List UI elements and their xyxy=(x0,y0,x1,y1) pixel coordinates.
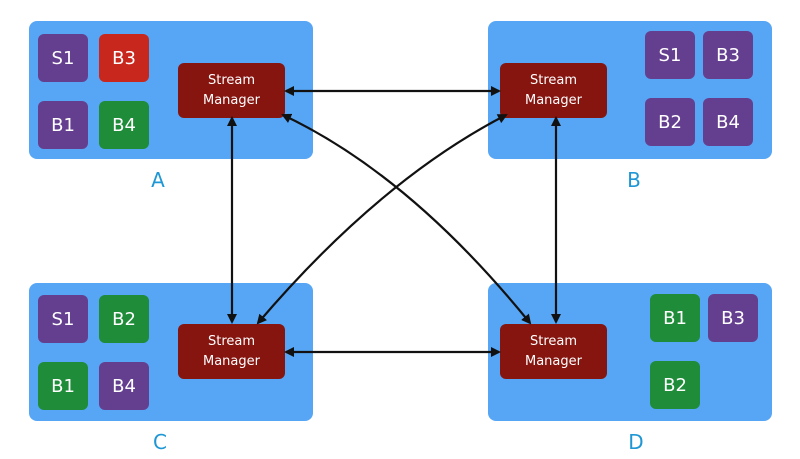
stream-manager-a-line2: Manager xyxy=(203,92,260,108)
tile-d-b1: B1 xyxy=(650,294,700,342)
tile-c-b1: B1 xyxy=(38,362,88,410)
stream-manager-d: Stream Manager xyxy=(500,324,607,379)
host-label-a: A xyxy=(151,168,165,192)
stream-manager-b-line1: Stream xyxy=(529,72,578,88)
stream-manager-c-line2: Manager xyxy=(203,353,260,369)
tile-c-s1: S1 xyxy=(38,295,88,343)
stream-manager-c-line1: Stream xyxy=(207,333,256,349)
host-c-container: S1 B2 B1 B4 Stream Manager xyxy=(29,283,313,421)
stream-manager-a-line1: Stream xyxy=(207,72,256,88)
stream-manager-b-line2: Manager xyxy=(525,92,582,108)
stream-manager-d-line1: Stream xyxy=(529,333,578,349)
stream-manager-a: Stream Manager xyxy=(178,63,285,118)
tile-b-b3: B3 xyxy=(703,31,753,79)
stream-manager-c: Stream Manager xyxy=(178,324,285,379)
stream-manager-b: Stream Manager xyxy=(500,63,607,118)
tile-a-b1: B1 xyxy=(38,101,88,149)
host-a-container: S1 B3 B1 B4 Stream Manager xyxy=(29,21,313,159)
tile-c-b2: B2 xyxy=(99,295,149,343)
tile-a-s1: S1 xyxy=(38,34,88,82)
tile-b-b2: B2 xyxy=(645,98,695,146)
tile-d-b3: B3 xyxy=(708,294,758,342)
tile-b-s1: S1 xyxy=(645,31,695,79)
tile-d-b2: B2 xyxy=(650,361,700,409)
tile-a-b4: B4 xyxy=(99,101,149,149)
host-label-d: D xyxy=(628,430,644,454)
tile-b-b4: B4 xyxy=(703,98,753,146)
host-b-container: S1 B3 B2 B4 Stream Manager xyxy=(488,21,772,159)
host-label-c: C xyxy=(153,430,167,454)
edge-b-c xyxy=(256,114,508,325)
edge-a-d xyxy=(281,113,532,325)
tile-c-b4: B4 xyxy=(99,362,149,410)
host-label-b: B xyxy=(627,168,641,192)
tile-a-b3: B3 xyxy=(99,34,149,82)
host-d-container: B1 B3 B2 Stream Manager xyxy=(488,283,772,421)
stream-manager-d-line2: Manager xyxy=(525,353,582,369)
